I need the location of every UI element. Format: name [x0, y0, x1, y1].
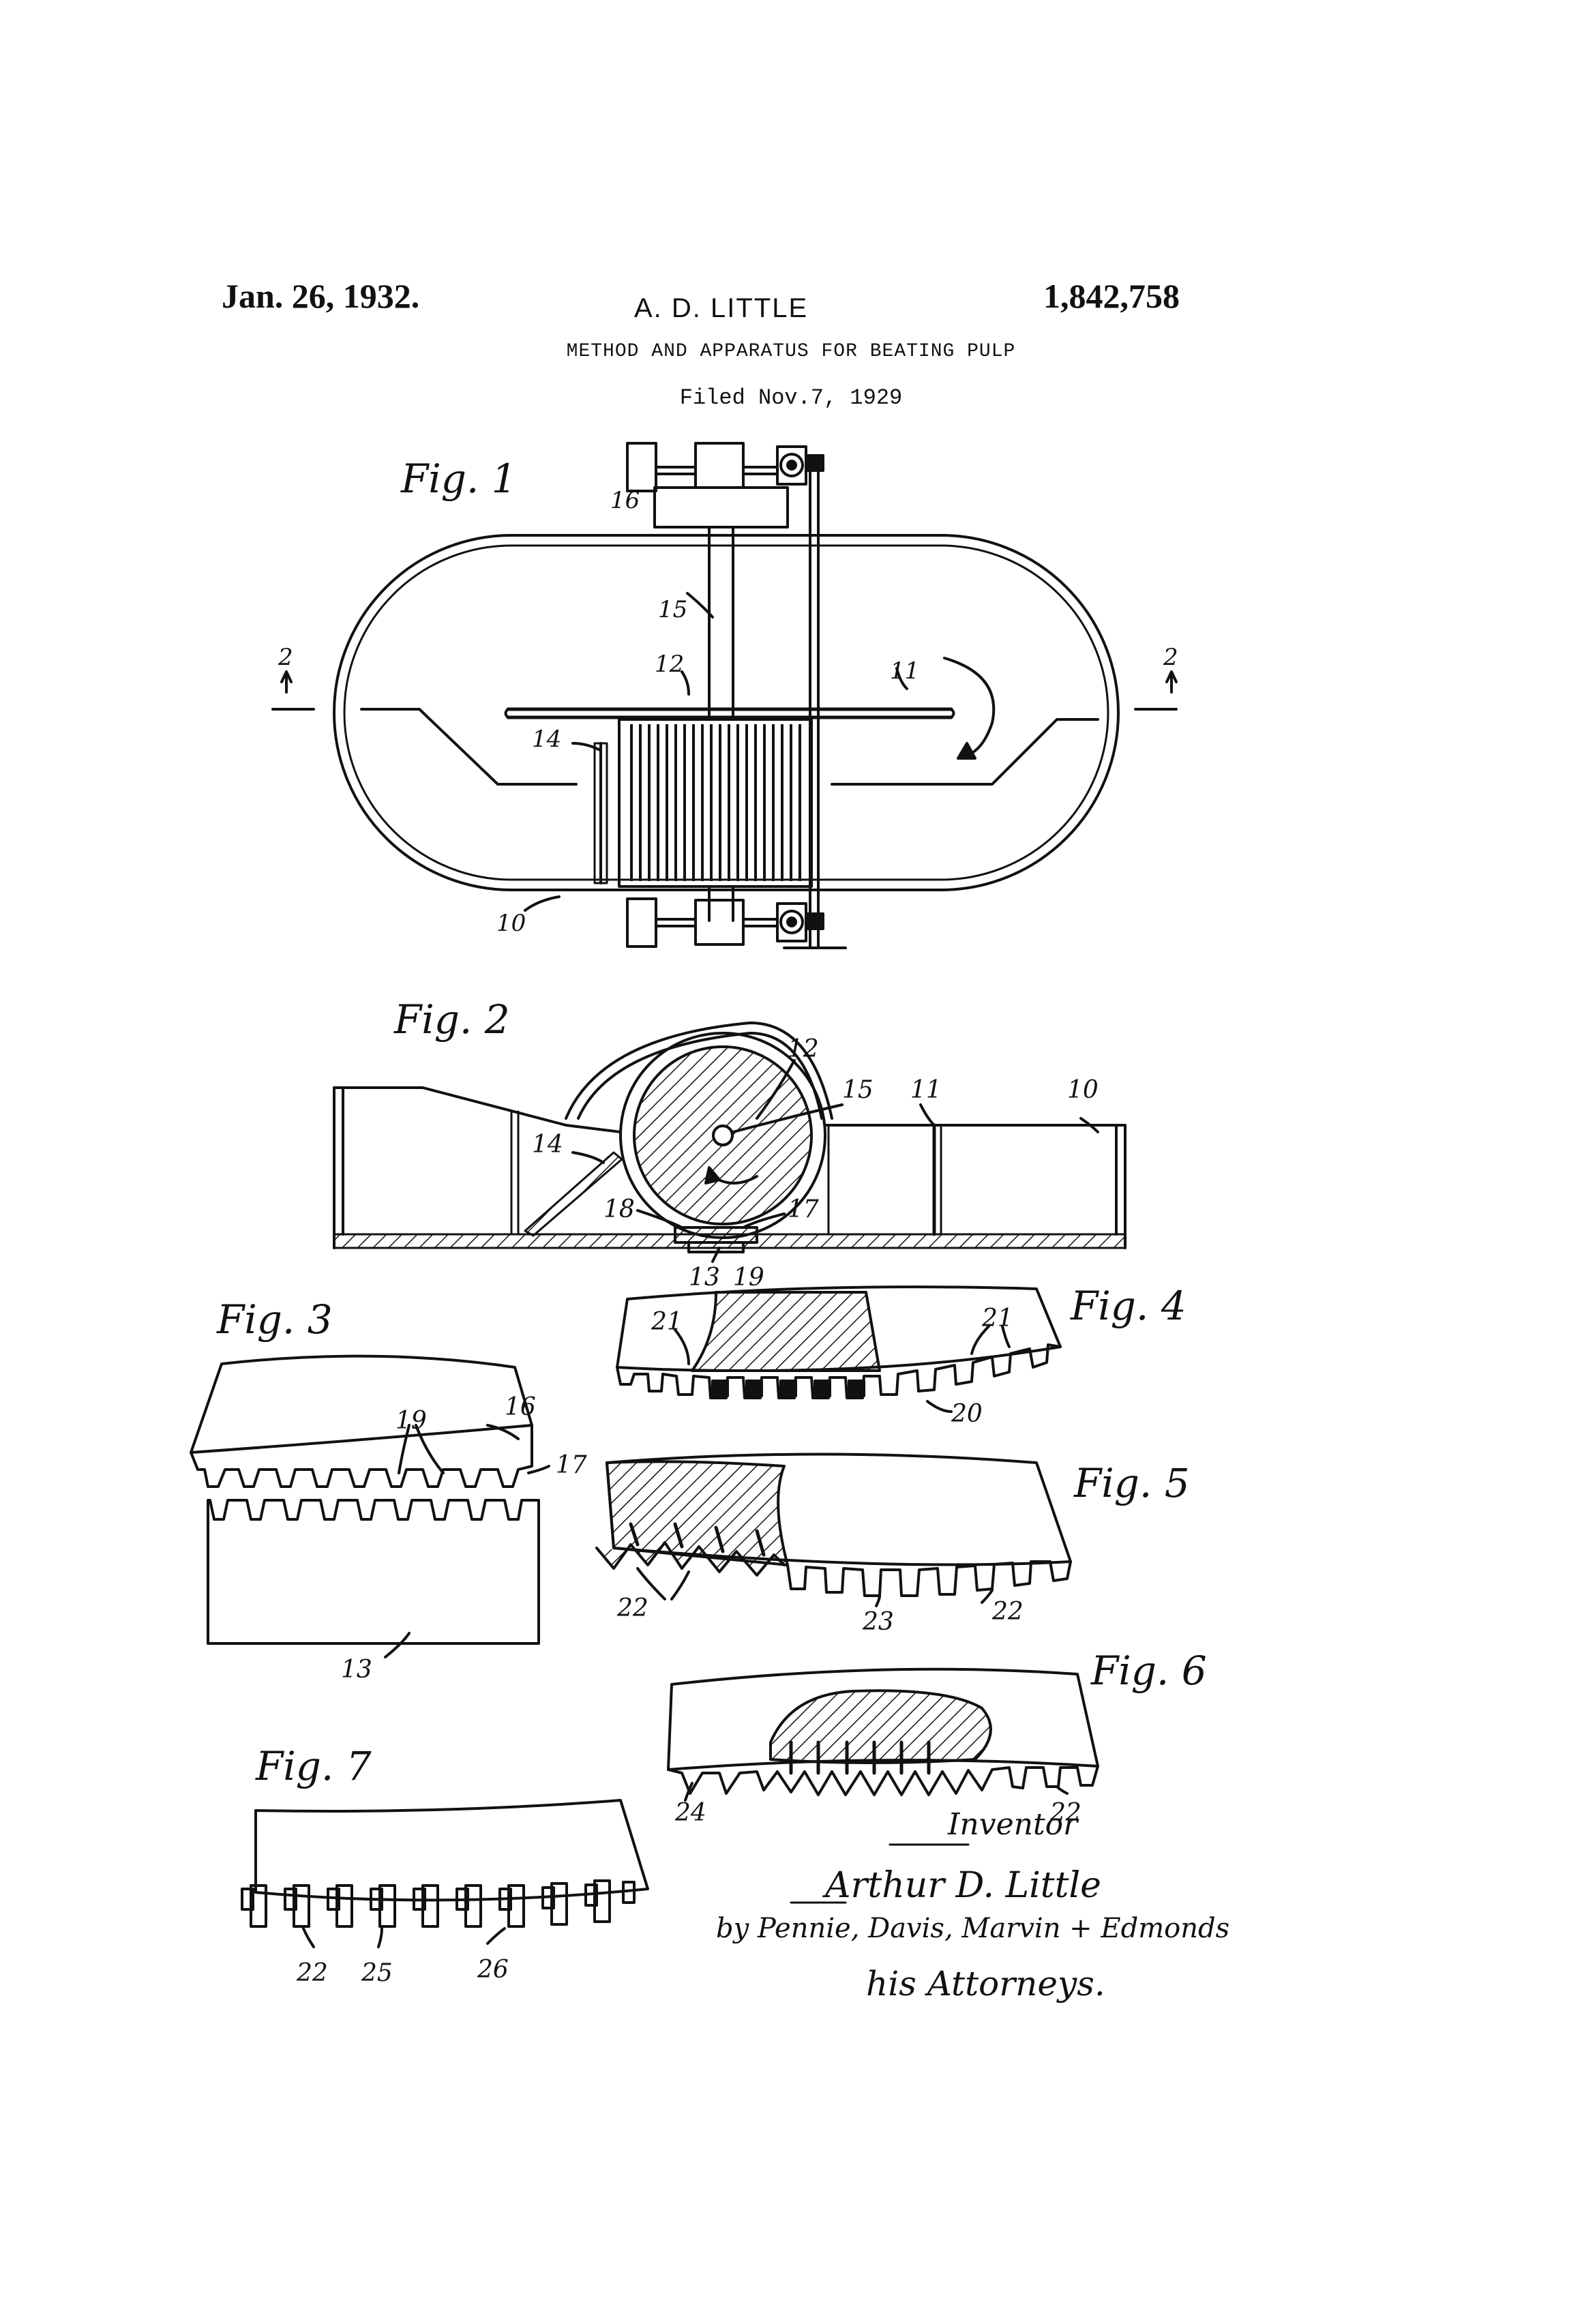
- fig1-label: Fig. 1: [400, 456, 517, 502]
- ref-14: 14: [532, 1131, 563, 1159]
- fig5-label: Fig. 5: [1073, 1460, 1190, 1506]
- section-mark-left: 2: [278, 644, 293, 671]
- fig2-labels: Fig. 2 10 11 12 13 14 15 17 18 19: [393, 996, 1099, 1292]
- fig3-labels: Fig. 3 13 16 17 19: [216, 1296, 587, 1684]
- ref-16: 16: [610, 487, 640, 514]
- ref-17: 17: [556, 1451, 587, 1479]
- ref-11: 11: [910, 1076, 942, 1104]
- figure-3: [190, 1354, 550, 1658]
- ref-22: 22: [616, 1594, 648, 1622]
- inventor-heading: Inventor: [948, 1807, 1078, 1842]
- ref-19: 19: [395, 1407, 427, 1435]
- fig7-label: Fig. 7: [255, 1743, 372, 1789]
- figure-1: [271, 442, 1178, 949]
- fig4-labels: Fig. 4 20 21 21: [651, 1283, 1186, 1428]
- tub-outer-outline: [333, 534, 1120, 891]
- ref-26: 26: [477, 1956, 509, 1984]
- figure-6: [667, 1667, 1099, 1802]
- ref-23: 23: [862, 1608, 894, 1636]
- fig5-labels: Fig. 5 22 22 23: [616, 1460, 1190, 1636]
- ref-16: 16: [505, 1393, 536, 1421]
- ref-24: 24: [674, 1799, 706, 1827]
- patent-title: METHOD AND APPARATUS FOR BEATING PULP: [566, 341, 1016, 362]
- fig3-label: Fig. 3: [216, 1296, 333, 1343]
- fig2-label: Fig. 2: [393, 996, 510, 1043]
- ref-15: 15: [658, 596, 687, 623]
- ref-15: 15: [842, 1076, 874, 1104]
- inventor-name: A. D. LITTLE: [634, 293, 809, 323]
- fig6-labels: Fig. 6 22 24: [674, 1648, 1207, 1827]
- ref-14: 14: [532, 726, 561, 753]
- ref-25: 25: [361, 1959, 393, 1987]
- ref-13: 13: [689, 1264, 720, 1292]
- ref-21: 21: [651, 1308, 683, 1336]
- inventor-signature: Arthur D. Little: [825, 1865, 1101, 1906]
- fig6-label: Fig. 6: [1090, 1648, 1207, 1694]
- section-mark-right: 2: [1163, 644, 1178, 671]
- ref-12: 12: [788, 1035, 819, 1063]
- figure-2: [333, 1022, 1126, 1263]
- ref-18: 18: [603, 1195, 635, 1223]
- ref-21: 21: [981, 1305, 1013, 1332]
- patent-number: 1,842,758: [1043, 277, 1180, 315]
- fig7-labels: Fig. 7 22 25 26: [255, 1743, 509, 1987]
- ref-20: 20: [951, 1400, 983, 1428]
- figure-7: [241, 1799, 649, 1948]
- ref-22: 22: [991, 1598, 1024, 1626]
- fig4-label: Fig. 4: [1070, 1283, 1186, 1329]
- bedplate-block: [207, 1499, 540, 1645]
- fig1-labels: Fig. 1 10 11 12 14 15 16 2 2: [278, 456, 1178, 937]
- drive-pulley: [653, 486, 789, 528]
- filing-date: Filed Nov.7, 1929: [679, 385, 903, 411]
- figure-4: [616, 1285, 1062, 1413]
- ref-13: 13: [341, 1656, 372, 1684]
- ref-22: 22: [296, 1959, 328, 1987]
- ref-10: 10: [1067, 1076, 1099, 1104]
- ref-11: 11: [890, 657, 919, 685]
- ref-12: 12: [655, 651, 684, 678]
- figure-5: [595, 1452, 1072, 1607]
- attorney-by-line: by Pennie, Davis, Marvin + Edmonds: [716, 1913, 1230, 1944]
- patent-date: Jan. 26, 1932.: [222, 277, 420, 315]
- ref-10: 10: [496, 910, 526, 937]
- attorneys-label: his Attorneys.: [866, 1964, 1105, 2003]
- ref-22: 22: [1049, 1799, 1081, 1827]
- ref-19: 19: [733, 1264, 764, 1292]
- ref-17: 17: [788, 1195, 819, 1223]
